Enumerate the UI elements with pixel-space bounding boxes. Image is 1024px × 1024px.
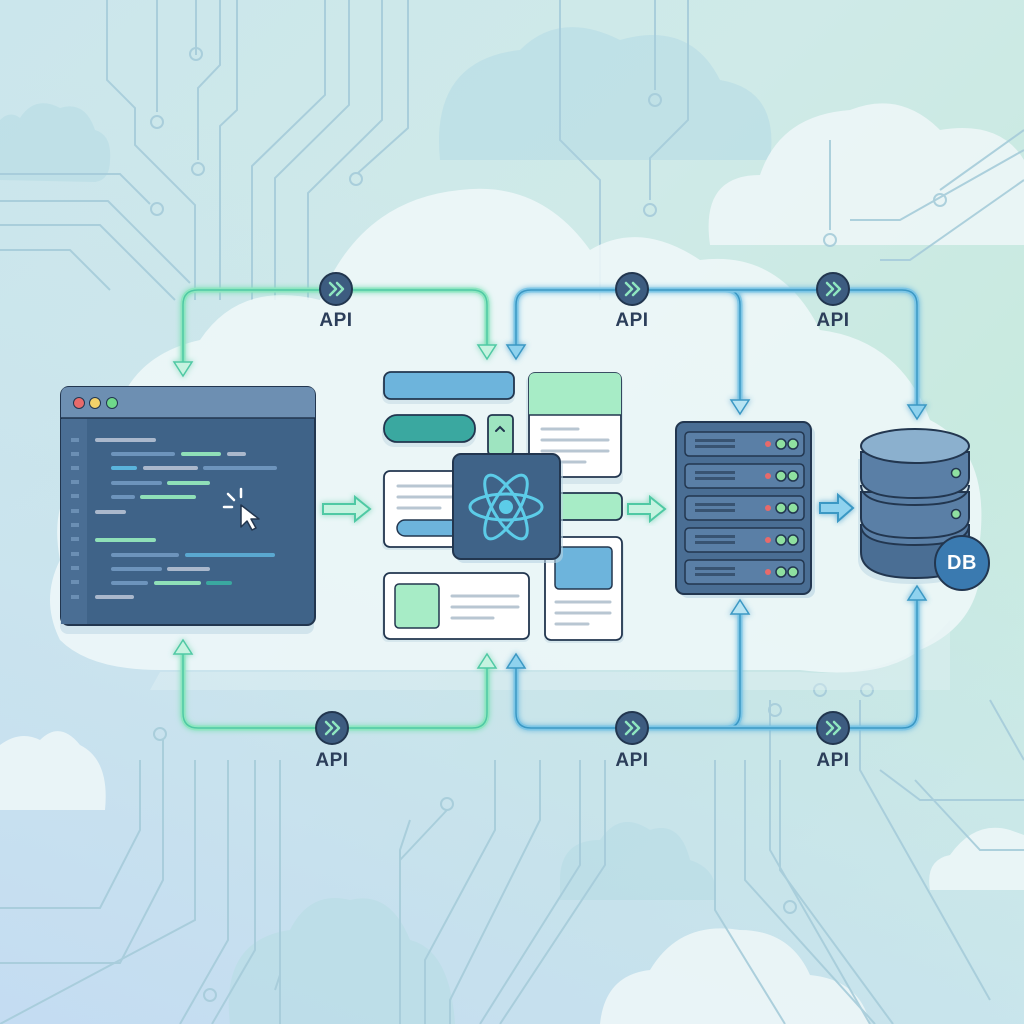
chevron-double-right-icon [825,720,842,736]
ui-bar-green [554,492,623,521]
api-label-bottom-2: API [615,750,649,771]
chevron-up-icon [495,425,505,432]
line-gutter [71,438,79,599]
react-atom-icon [468,473,544,541]
api-label-bottom-1: API [315,750,349,771]
mouse-pointer-icon [222,487,260,531]
chevron-double-right-icon [624,720,641,736]
ui-card-top-right [528,372,622,478]
server-units [684,431,805,585]
chevron-double-right-icon [328,281,345,297]
api-badge-bottom-1 [315,711,349,745]
db-badge-label: DB [947,552,977,574]
api-label-top-2: API [615,310,649,331]
api-badge-bottom-3 [816,711,850,745]
ui-card-mid-left [383,470,471,548]
flow-arrow-server-db [819,492,855,524]
chevron-double-right-icon [825,281,842,297]
chevron-double-right-icon [624,281,641,297]
cloud-decoration [0,103,1024,1024]
react-frontend-cluster [382,371,624,643]
ui-card-bottom-right [544,536,623,641]
database-cylinder [858,428,990,591]
code-editor-window [60,386,316,634]
flow-arrow-editor-react [322,494,372,524]
api-label-top-1: API [319,310,353,331]
flow-arrow-react-server [627,494,667,524]
api-label-top-3: API [816,310,850,331]
api-label-bottom-3: API [816,750,850,771]
api-badge-top-3 [816,272,850,306]
ui-scroll-button [487,414,514,456]
code-lines [95,438,277,599]
api-badge-bottom-2 [615,711,649,745]
api-badge-top-1 [319,272,353,306]
api-badge-top-2 [615,272,649,306]
db-badge [934,535,990,591]
ui-bar-blue [383,371,515,400]
server-rack [675,421,815,598]
ui-pill-teal [383,414,476,443]
window-minimize-dot [89,397,101,409]
ui-card-bottom-left [383,572,530,640]
api-badges [315,272,850,745]
window-maximize-dot [106,397,118,409]
react-logo-tile [452,453,563,563]
chevron-double-right-icon [324,720,341,736]
window-close-dot [73,397,85,409]
